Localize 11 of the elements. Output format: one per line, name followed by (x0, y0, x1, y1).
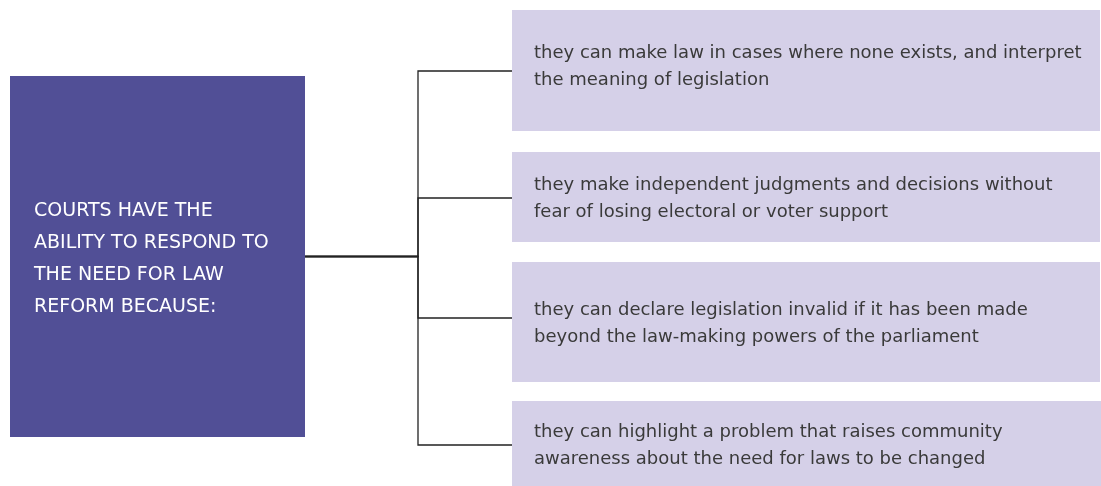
connector-line (304, 255, 513, 446)
heading-box (10, 76, 305, 437)
reason-text: they can make law in cases where none exists, and interpret the meaning of legislation (534, 40, 1083, 91)
reason-box (512, 10, 1100, 131)
reason-box (512, 262, 1100, 382)
reason-box (512, 401, 1101, 486)
heading-text: COURTS HAVE THE ABILITY TO RESPOND TO THE NEED FOR LAW REFORM BECAUSE: (34, 196, 270, 318)
reason-text: they can highlight a problem that raises community awareness about the need for laws to be changed (534, 418, 1004, 470)
reason-text: they make independent judgments and decisions without fear of losing electoral or voter support (534, 172, 1054, 223)
reason-text: they can declare legislation invalid if it has been made beyond the law-making powers of the parliament (534, 297, 1029, 348)
reason-box (512, 152, 1100, 242)
